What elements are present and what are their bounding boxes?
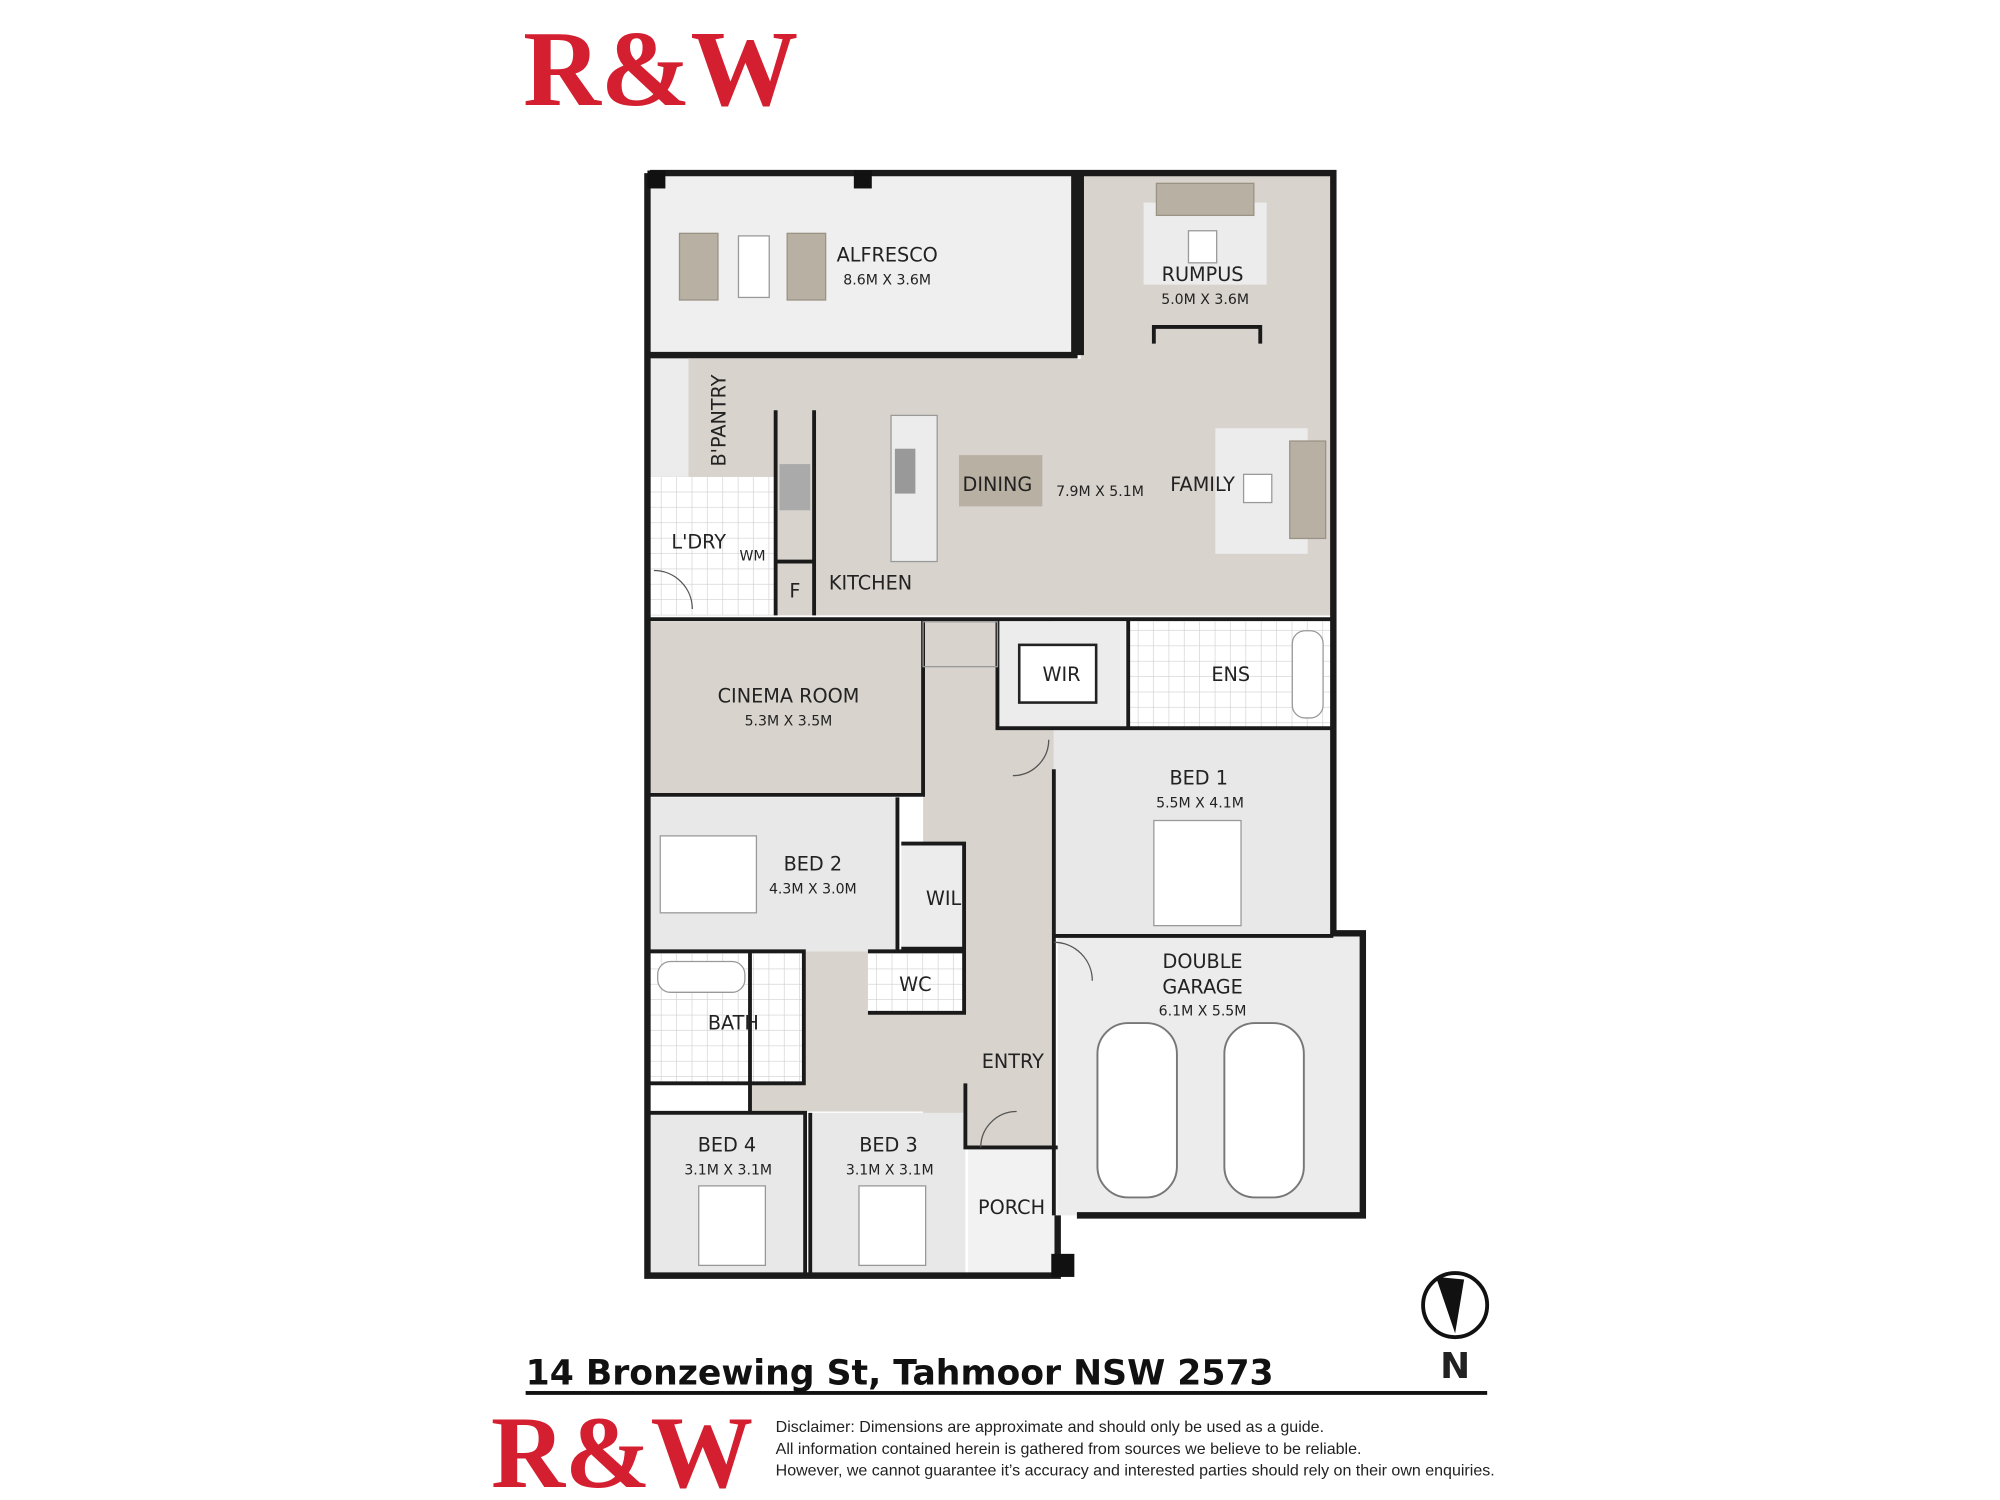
alfresco-post <box>853 170 872 189</box>
laundry-area <box>650 476 776 616</box>
wir-label: WIR <box>1043 663 1081 686</box>
interior-walls <box>650 410 1334 1278</box>
garage-size: 6.1M X 5.5M <box>1159 1003 1247 1019</box>
wc-label: WC <box>899 973 931 996</box>
garage-label-1: DOUBLE <box>1163 950 1243 973</box>
porch-label: PORCH <box>978 1196 1045 1219</box>
north-label: N <box>1440 1346 1470 1387</box>
porch-post <box>1051 1253 1075 1277</box>
rumpus-label: RUMPUS <box>1162 263 1244 286</box>
outdoor-sofa <box>678 232 719 301</box>
stairs <box>922 621 999 668</box>
dining-table <box>958 455 1043 507</box>
bed3-size: 3.1M X 3.1M <box>846 1162 934 1178</box>
porch-area <box>967 1147 1058 1276</box>
bed4-label: BED 4 <box>698 1133 756 1156</box>
washing-machine-label: WM <box>740 548 766 564</box>
sink-icon <box>894 448 916 494</box>
brand-logo: R&W <box>523 10 798 129</box>
floor-plan <box>644 169 1367 1279</box>
family-table <box>1242 473 1273 504</box>
property-address: 14 Bronzewing St, Tahmoor NSW 2573 <box>526 1354 1274 1394</box>
door-swings <box>653 569 1093 1148</box>
disclaimer-line-3: However, we cannot guarantee it’s accura… <box>776 1462 1495 1480</box>
rumpus-size: 5.0M X 3.6M <box>1161 292 1249 308</box>
alfresco-post <box>647 170 666 189</box>
bed3-label: BED 3 <box>859 1133 917 1156</box>
bed1-bed <box>1153 819 1242 927</box>
cooktop-icon <box>779 464 811 511</box>
alfresco-area <box>650 173 1077 356</box>
disclaimer-line-1: Disclaimer: Dimensions are approximate a… <box>776 1418 1324 1436</box>
bed2-size: 4.3M X 3.0M <box>769 882 857 898</box>
alfresco-size: 8.6M X 3.6M <box>843 273 931 289</box>
wil-label: WIL <box>926 887 962 910</box>
cinema-label: CINEMA ROOM <box>718 685 860 708</box>
tv-unit <box>1151 325 1263 344</box>
bed2-bed <box>659 835 758 914</box>
wc-area <box>867 951 965 1013</box>
outdoor-table <box>737 235 770 299</box>
wir-shelves <box>1017 643 1098 704</box>
family-sofa <box>1289 440 1327 540</box>
entry-label: ENTRY <box>982 1050 1044 1073</box>
footer-brand-logo: R&W <box>491 1397 753 1500</box>
garage-label-2: GARAGE <box>1162 976 1242 999</box>
ensuite-bathtub <box>1291 630 1324 719</box>
family-label: FAMILY <box>1170 473 1235 496</box>
bed3-bed <box>858 1185 927 1267</box>
laundry-label: L'DRY <box>671 531 726 554</box>
disclaimer-line-2: All information contained herein is gath… <box>776 1440 1362 1458</box>
room-labels: ALFRESCO 8.6M X 3.6M RUMPUS 5.0M X 3.6M … <box>671 244 1250 1220</box>
dining-size: 7.9M X 5.1M <box>1056 484 1144 500</box>
ens-label: ENS <box>1211 663 1250 686</box>
bath-label: BATH <box>708 1011 759 1034</box>
bpantry-label: B'PANTRY <box>708 374 731 466</box>
wil-area <box>901 843 966 949</box>
bed4-size: 3.1M X 3.1M <box>684 1162 772 1178</box>
pantry-bench <box>650 358 689 477</box>
bed4-bed <box>698 1185 767 1267</box>
rumpus-sofa <box>1155 182 1255 217</box>
cars <box>1096 1022 1305 1199</box>
north-arrow-icon <box>1421 1271 1490 1340</box>
outdoor-sofa <box>786 232 827 301</box>
dining-label: DINING <box>963 473 1033 496</box>
kitchen-label: KITCHEN <box>829 572 912 595</box>
cinema-size: 5.3M X 3.5M <box>745 714 833 730</box>
car-icon <box>1096 1022 1178 1199</box>
bathtub <box>657 960 746 993</box>
alfresco-label: ALFRESCO <box>837 244 938 267</box>
fridge-label: F <box>789 579 800 602</box>
address-underline <box>525 1391 1488 1395</box>
bed1-label: BED 1 <box>1169 767 1227 790</box>
bed2-label: BED 2 <box>784 853 842 876</box>
bed1-size: 5.5M X 4.1M <box>1156 796 1244 812</box>
cinema-area <box>650 621 924 795</box>
rumpus-table <box>1187 230 1218 264</box>
car-icon <box>1223 1022 1305 1199</box>
